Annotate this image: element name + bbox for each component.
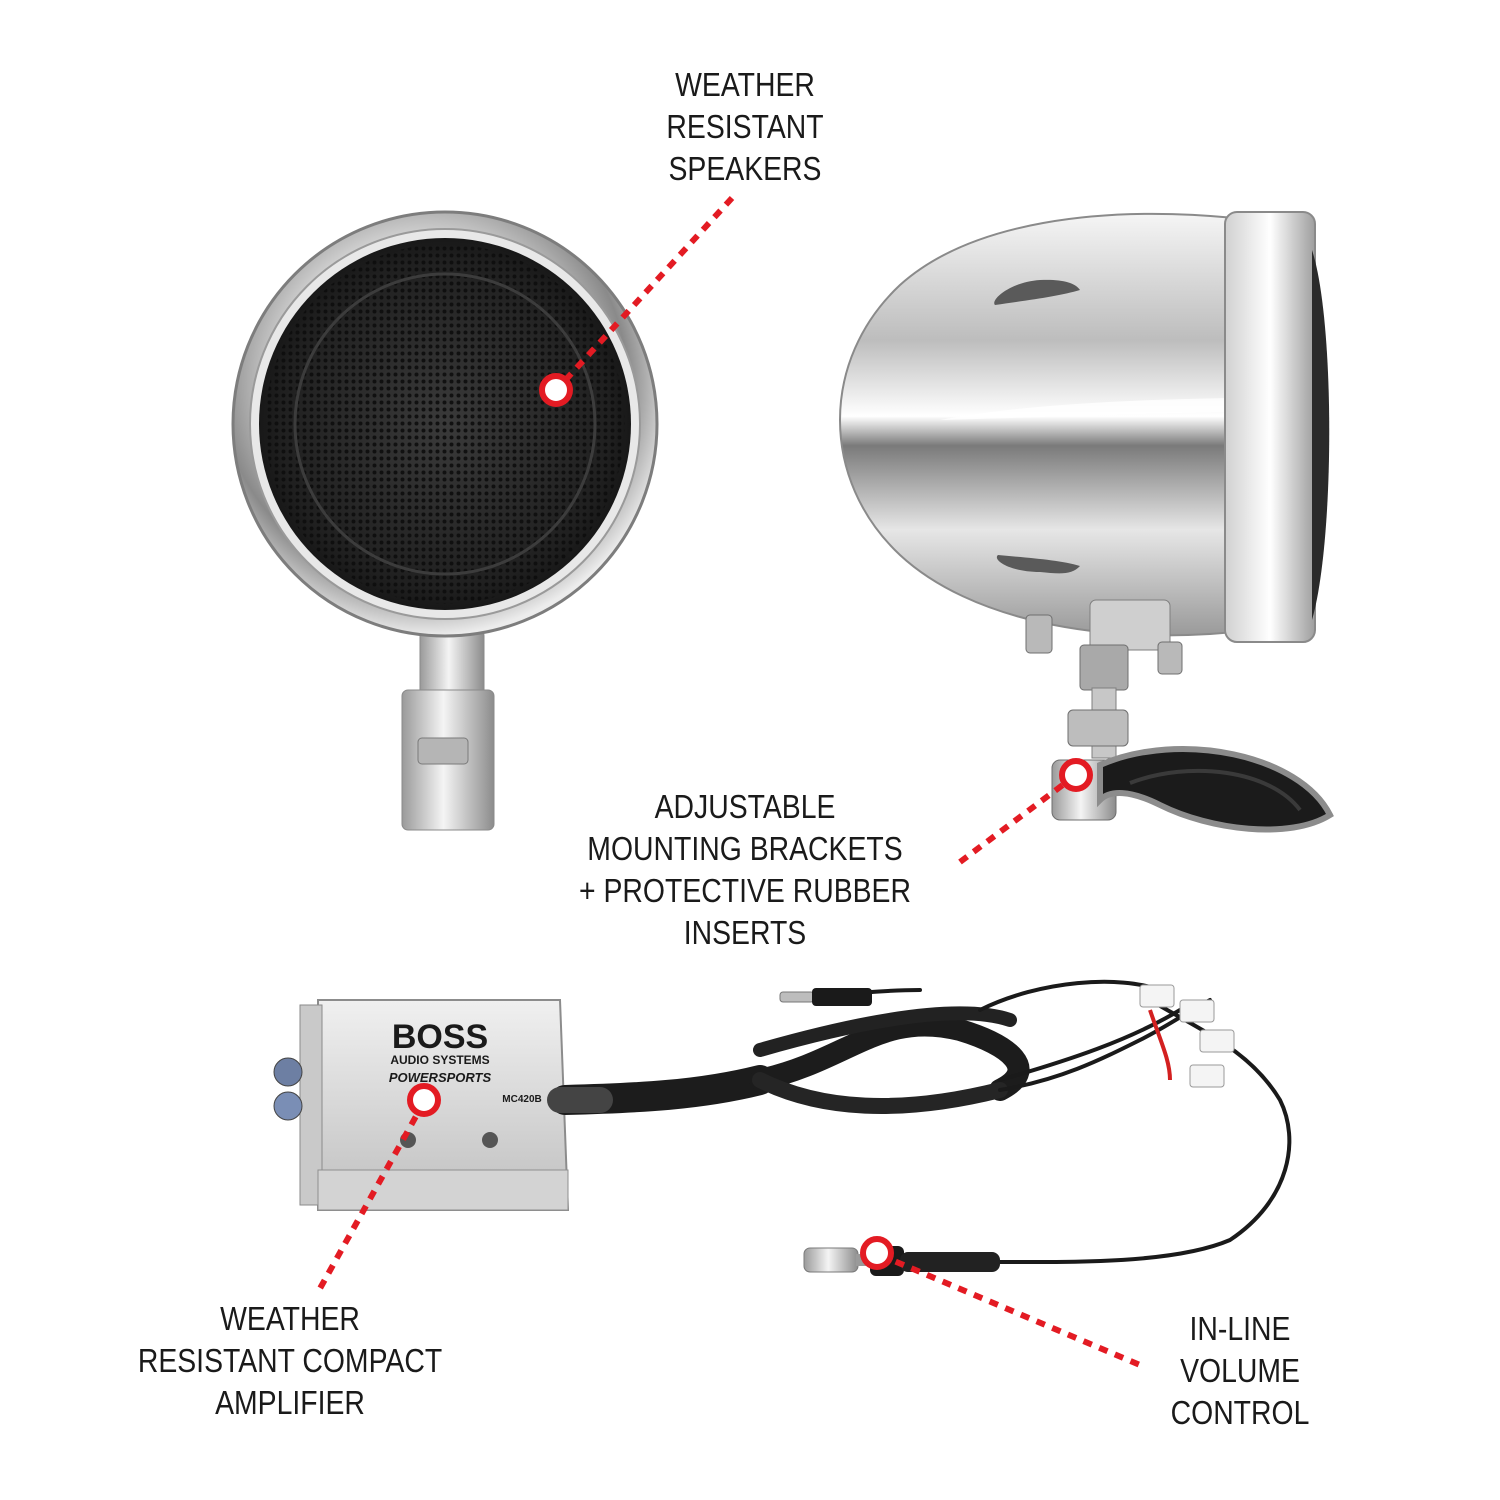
- callout-markers: [407, 373, 1093, 1270]
- amplifier-brand-subtitle: AUDIO SYSTEMS: [390, 1053, 489, 1067]
- power-connectors: [1139, 984, 1235, 1088]
- front-speaker: [231, 210, 659, 831]
- callout-speakers-line-3: SPEAKERS: [668, 150, 822, 187]
- callout-leaders: [315, 195, 1142, 1368]
- callout-amplifier: WEATHER RESISTANT COMPACT AMPLIFIER: [135, 1298, 445, 1424]
- marker-amplifier: [407, 1083, 441, 1117]
- callout-volume-line-2: VOLUME: [1180, 1352, 1300, 1389]
- callout-brackets-line-1: ADJUSTABLE: [654, 788, 836, 825]
- callout-brackets: ADJUSTABLE MOUNTING BRACKETS + PROTECTIV…: [569, 786, 922, 954]
- callout-speakers-line-1: WEATHER: [675, 66, 815, 103]
- marker-speakers: [539, 373, 573, 407]
- side-speaker: [839, 211, 1334, 833]
- callout-volume-line-1: IN-LINE: [1189, 1310, 1291, 1347]
- callout-volume: IN-LINE VOLUME CONTROL: [1137, 1308, 1343, 1434]
- leader-volume: [878, 1252, 1142, 1368]
- wiring-harness: [547, 979, 1292, 1265]
- callout-brackets-line-4: INSERTS: [683, 914, 807, 951]
- amplifier-unit: BOSS AUDIO SYSTEMS POWERSPORTS MC420B: [273, 999, 570, 1211]
- marker-volume: [860, 1236, 894, 1270]
- callout-amplifier-line-1: WEATHER: [220, 1300, 360, 1337]
- amplifier-brand-logo: BOSS: [392, 1018, 488, 1056]
- leader-speakers: [557, 195, 735, 389]
- callout-volume-line-3: CONTROL: [1170, 1394, 1310, 1431]
- callout-brackets-line-2: MOUNTING BRACKETS: [587, 830, 903, 867]
- inline-volume-control: [803, 1246, 1000, 1276]
- callout-speakers-line-2: RESISTANT: [666, 108, 824, 145]
- aux-input-plug: [779, 988, 872, 1006]
- callout-amplifier-line-3: AMPLIFIER: [215, 1384, 365, 1421]
- callout-speakers: WEATHER RESISTANT SPEAKERS: [620, 64, 869, 190]
- leader-brackets: [958, 775, 1074, 865]
- amplifier-model-number: MC420B: [502, 1094, 541, 1105]
- leader-amplifier: [315, 1100, 427, 1294]
- callout-brackets-line-3: + PROTECTIVE RUBBER: [579, 872, 911, 909]
- callout-amplifier-line-2: RESISTANT COMPACT: [137, 1342, 443, 1379]
- amplifier-product-line: POWERSPORTS: [389, 1070, 492, 1085]
- marker-brackets: [1059, 758, 1093, 792]
